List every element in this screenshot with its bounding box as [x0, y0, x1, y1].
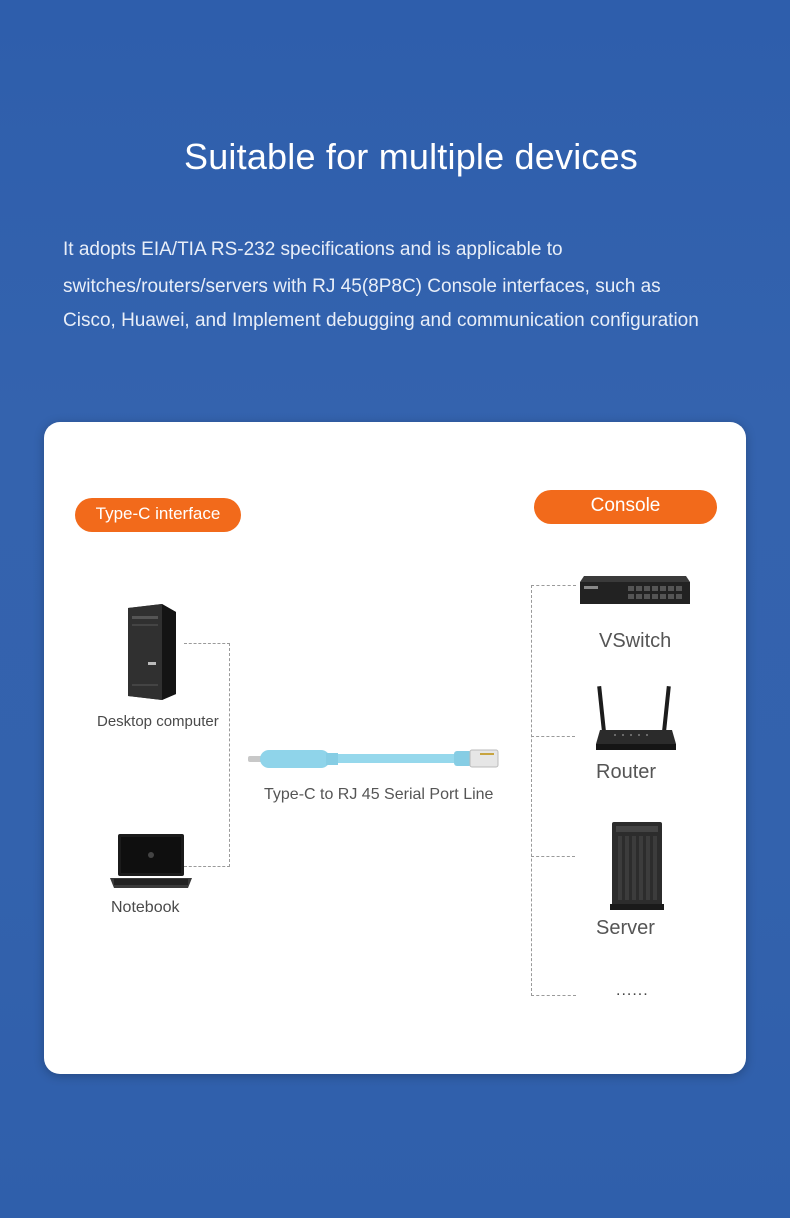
description: It adopts EIA/TIA RS-232 specifications … [63, 231, 743, 339]
laptop-icon [110, 834, 192, 888]
network-switch-icon [580, 576, 690, 604]
left-connector-line [184, 643, 230, 867]
page-title: Suitable for multiple devices [183, 136, 639, 177]
router-label: Router [596, 761, 657, 783]
server-tower-icon [610, 822, 664, 910]
description-line: Cisco, Huawei, and Implement debugging a… [63, 310, 699, 331]
description-line: switches/routers/servers with RJ 45(8P8C… [63, 276, 661, 297]
router-connector-line [531, 736, 575, 737]
cable-label: Type-C to RJ 45 Serial Port Line [264, 786, 494, 803]
serial-cable-icon [248, 749, 499, 768]
desktop-tower-icon [128, 604, 176, 700]
right-connector-line [531, 585, 576, 996]
router-icon [596, 686, 676, 750]
notebook-label: Notebook [111, 899, 180, 916]
console-tag: Console [534, 490, 717, 524]
description-line: It adopts EIA/TIA RS-232 specifications … [63, 239, 563, 260]
type-c-interface-tag: Type-C interface [75, 498, 241, 532]
desktop-computer-label: Desktop computer [97, 713, 219, 730]
server-connector-line [531, 856, 575, 857]
vswitch-label: VSwitch [599, 630, 672, 652]
more-devices-ellipsis: ...... [616, 982, 649, 999]
connection-diagram-card: Type-C interface Console Desktop compute… [44, 422, 746, 1074]
server-label: Server [596, 917, 655, 939]
